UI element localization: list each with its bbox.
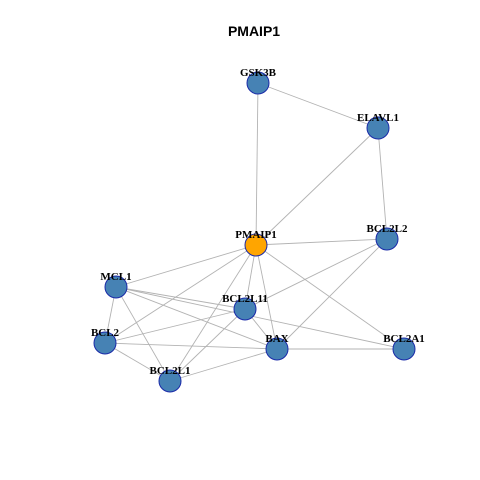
edge-layer [104, 82, 405, 382]
edge-elavl1-pmaip1 [255, 127, 379, 246]
edge-gsk3b-elavl1 [257, 82, 379, 129]
edge-bcl2l11-bcl2l1 [169, 308, 246, 382]
edge-bcl2-bcl2l1 [104, 342, 171, 382]
node-pmaip1: PMAIP1 [235, 229, 277, 257]
node-circle-pmaip1 [244, 233, 268, 257]
edge-pmaip1-bcl2a1 [255, 244, 405, 350]
node-circle-bcl2l1 [158, 369, 182, 393]
node-circle-bcl2l11 [233, 297, 257, 321]
node-elavl1: ELAVL1 [357, 112, 399, 140]
edge-pmaip1-bax [255, 244, 278, 350]
node-label-elavl1: ELAVL1 [357, 112, 399, 124]
node-label-bax: BAX [265, 333, 288, 345]
node-circle-gsk3b [246, 71, 270, 95]
node-bcl2l2: BCL2L2 [367, 223, 408, 251]
node-circle-bax [265, 337, 289, 361]
node-label-bcl2l11: BCL2L11 [222, 293, 268, 305]
node-label-bcl2l1: BCL2L1 [150, 365, 191, 377]
node-circle-bcl2 [93, 331, 117, 355]
edge-bcl2l2-bax [276, 238, 388, 350]
node-circle-bcl2a1 [392, 337, 416, 361]
node-circle-mcl1 [104, 275, 128, 299]
edge-elavl1-bcl2l2 [377, 127, 388, 240]
edge-gsk3b-pmaip1 [255, 82, 259, 246]
edge-mcl1-bcl2l11 [115, 286, 246, 310]
edge-bcl2l2-bcl2l11 [244, 238, 388, 310]
node-circle-bcl2l2 [375, 227, 399, 251]
edge-pmaip1-bcl2 [104, 244, 257, 344]
node-label-bcl2l2: BCL2L2 [367, 223, 408, 235]
node-label-bcl2: BCL2 [91, 327, 120, 339]
node-circle-elavl1 [366, 116, 390, 140]
node-bax: BAX [265, 333, 289, 361]
edge-mcl1-bax [115, 286, 278, 350]
edge-bcl2-bax [104, 342, 278, 350]
node-bcl2a1: BCL2A1 [383, 333, 425, 361]
edge-bcl2l11-bcl2 [104, 308, 246, 344]
node-gsk3b: GSK3B [240, 67, 277, 95]
node-bcl2: BCL2 [91, 327, 120, 355]
node-mcl1: MCL1 [100, 271, 132, 299]
node-label-bcl2a1: BCL2A1 [383, 333, 425, 345]
edge-pmaip1-bcl2l1 [169, 244, 257, 382]
node-label-gsk3b: GSK3B [240, 67, 277, 79]
edge-pmaip1-bcl2l2 [255, 238, 388, 246]
edge-mcl1-bcl2a1 [115, 286, 405, 350]
node-label-mcl1: MCL1 [100, 271, 131, 283]
edge-bax-bcl2l1 [169, 348, 278, 382]
node-bcl2l1: BCL2L1 [150, 365, 191, 393]
edge-pmaip1-mcl1 [115, 244, 257, 288]
node-label-pmaip1: PMAIP1 [235, 229, 277, 241]
graph-title: PMAIP1 [228, 23, 280, 39]
node-bcl2l11: BCL2L11 [222, 293, 268, 321]
